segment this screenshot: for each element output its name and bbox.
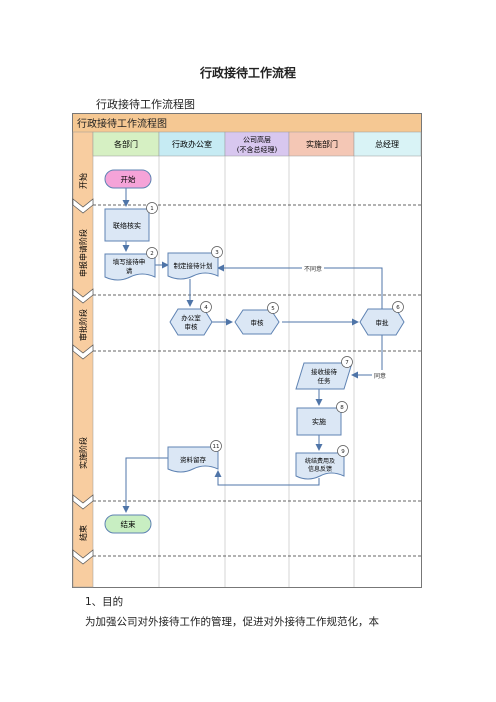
column-label: 行政办公室 [172,139,212,149]
column-label: 公司高层 [243,135,271,144]
step-badge [336,401,348,413]
node-label: 接收接待 [311,367,338,376]
document-title: 行政接待工作流程 [199,66,296,80]
flowchart-header-text: 行政接待工作流程图 [77,117,167,130]
step-badge [267,302,279,314]
start-node [104,169,152,189]
node-fill-application [104,253,156,281]
step-badge-number: 7 [345,360,349,366]
section-heading-purpose: 1、目的 [85,596,124,608]
step-badge [341,356,353,368]
node-label: 实施 [312,417,326,426]
stage-label-implementation: 实施阶段 [78,437,88,469]
node-approve [359,308,405,336]
node-label: 填写接待申 [113,257,146,266]
edge-11-to-end [122,457,168,513]
column-header-departments [92,131,160,157]
node-label: 审核 [251,318,265,327]
step-badge-number: 6 [396,305,400,311]
node-label: 信息反馈 [308,465,332,473]
step-badge [210,440,222,452]
node-review [234,309,280,335]
step-badge [392,301,404,313]
step-badge [200,301,212,313]
step-badge-number: 3 [215,250,219,256]
node-label: 请 [126,266,133,275]
node-make-plan [167,252,219,280]
flowchart-caption: 行政接待工作流程图 [96,98,195,111]
stage-lane [72,131,94,588]
flowchart-frame [72,113,422,588]
end-node-label: 结束 [121,519,136,529]
node-label: 联络核实 [113,221,141,230]
node-contact-verify [104,208,150,242]
column-header-gm [353,131,422,157]
column-label: 实施部门 [306,139,338,149]
step-badge-number: 11 [213,444,220,450]
column-label: 总经理 [375,139,399,149]
step-badge-number: 9 [341,449,345,455]
column-label: (不含总经理) [237,145,278,154]
node-label: 办公室 [181,313,201,322]
step-badge-number: 5 [271,306,275,312]
column-label: 各部门 [114,139,138,149]
edge-label-bg [302,263,324,273]
flowchart: 行政接待工作流程图 各部门 行政办公室 公司高层 (不含总经理) 实施部门 总经… [72,113,422,588]
edge-label-bg [372,370,388,380]
body-paragraph: 为加强公司对外接待工作的管理，促进对外接待工作规范化，本 [85,616,379,628]
node-label: 统结费用及 [305,457,335,465]
stage-chevrons [72,198,94,565]
node-settle-feedback [295,452,345,480]
step-badge-number: 2 [150,251,154,257]
step-badge-number: 4 [204,305,208,311]
connectors [122,188,383,513]
stage-label-end: 结束 [78,525,88,541]
stage-label-start: 开始 [78,173,88,189]
edge-label-reject: 不同意 [304,265,322,273]
edge-6-reject-to-3 [217,264,383,309]
node-label: 制定接待计划 [174,261,213,270]
step-badge-number: 1 [150,206,154,212]
start-node-label: 开始 [121,174,136,184]
node-label: 资料留存 [180,455,207,464]
step-badge [337,445,349,457]
node-implement [296,407,342,436]
node-office-review [169,308,213,336]
node-label: 任务 [318,376,332,385]
step-badge [146,247,158,259]
edge-label-agree: 同意 [374,372,386,380]
edge-9-to-11 [214,470,320,486]
node-label: 审批 [376,318,390,327]
stage-label-application: 申报申请阶段 [78,229,88,277]
node-receive-task [295,362,353,390]
flowchart-header-bar [73,114,421,132]
step-badge [146,202,158,214]
step-badge-number: 8 [340,405,344,411]
node-archive [167,446,219,473]
column-header-implementing-dept [288,131,355,157]
node-label: 审核 [185,322,199,331]
step-badge [211,246,223,258]
stage-label-approval: 审批阶段 [78,309,88,341]
end-node [104,514,152,534]
